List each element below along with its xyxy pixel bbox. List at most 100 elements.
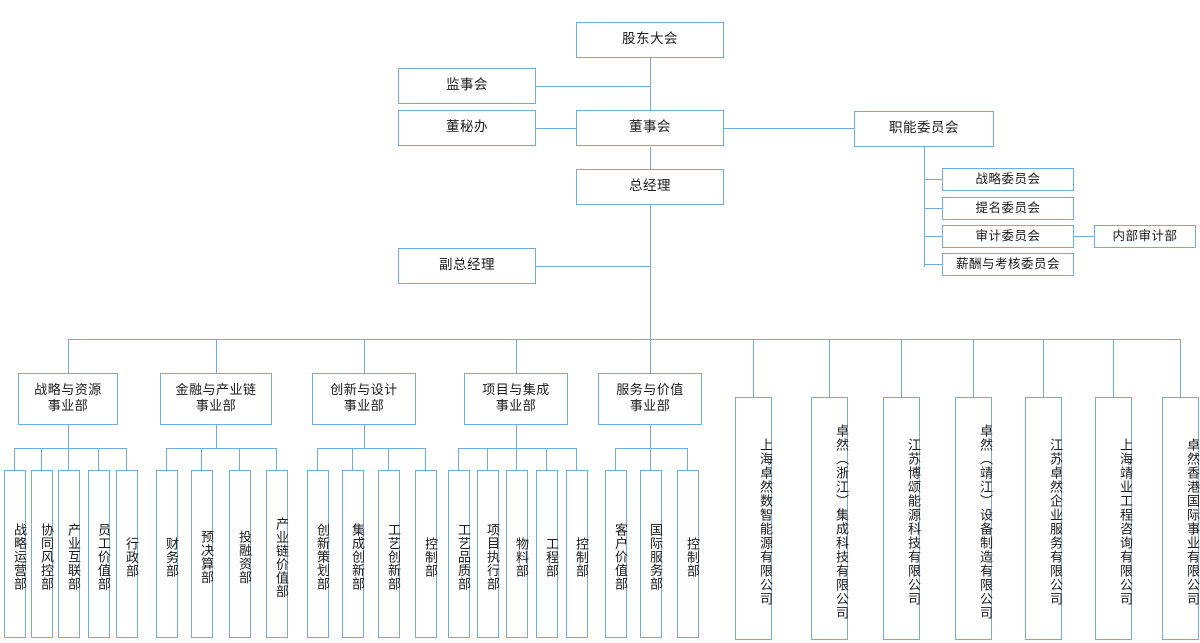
drop-subsidiary-2 [829,339,830,397]
division-2-stem [216,425,217,448]
node-department-materials[interactable]: 物料部 [506,470,528,638]
connector-deputy-to-trunk [536,266,651,267]
division-1-drop-3 [68,448,69,470]
division-3-stem [364,425,365,448]
node-strategy-committee[interactable]: 战略委员会 [942,168,1074,191]
division-3-drop-3 [388,448,389,470]
drop-subsidiary-6 [1113,339,1114,397]
node-division-service-value[interactable]: 服务与价值 事业部 [598,373,702,425]
division-4-drop-4 [546,448,547,470]
node-deputy-general-manager[interactable]: 副总经理 [398,248,536,284]
division-2-drop-3 [239,448,240,470]
drop-division-2 [216,339,217,373]
node-supervisory-board[interactable]: 监事会 [398,68,536,104]
node-board-of-directors[interactable]: 董事会 [576,110,724,146]
division-1-drop-5 [126,448,127,470]
node-department-customer-value[interactable]: 客户价值部 [605,470,627,638]
division-label-line2: 事业部 [629,399,671,414]
node-shareholders-meeting[interactable]: 股东大会 [576,22,724,58]
division-4-drop-2 [487,448,488,470]
node-department-strategy-operations[interactable]: 战略运营部 [4,470,26,638]
node-subsidiary-zhuoran-zhejiang-integration[interactable]: 卓然（浙江）集成科技有限公司 [811,397,848,640]
node-department-budget-settlement[interactable]: 预决算部 [191,470,213,638]
drop-subsidiary-7 [1180,339,1181,397]
node-subsidiary-shanghai-zhuoran-digital-energy[interactable]: 上海卓然数智能源有限公司 [735,397,772,640]
division-label-line2: 事业部 [495,399,537,414]
connector-board-to-gm [650,147,651,171]
division-2-drop-1 [166,448,167,470]
connector-board-to-committees [724,128,854,129]
node-department-industry-internet[interactable]: 产业互联部 [58,470,80,638]
division-label-line1: 创新与设计 [330,383,398,399]
division-4-drop-5 [576,448,577,470]
node-subsidiary-jiangsu-bosong-energy[interactable]: 江苏博颂能源科技有限公司 [883,397,920,640]
node-remuneration-appraisal-committee[interactable]: 薪酬与考核委员会 [942,253,1074,276]
division-1-drop-2 [41,448,42,470]
division-4-bus [458,448,576,449]
node-division-finance-industrychain[interactable]: 金融与产业链 事业部 [160,373,272,425]
node-department-process-innovation[interactable]: 工艺创新部 [378,470,400,638]
node-department-control-project[interactable]: 控制部 [566,470,588,638]
node-department-control-innovation[interactable]: 控制部 [415,470,437,638]
division-2-bus [166,448,276,449]
drop-division-1 [68,339,69,373]
division-4-drop-3 [516,448,517,470]
division-label-line2: 事业部 [343,399,385,414]
division-3-drop-2 [352,448,353,470]
division-label-line1: 金融与产业链 [175,383,257,399]
main-bus [68,339,1180,340]
division-4-drop-1 [458,448,459,470]
division-5-stem [650,425,651,448]
division-3-drop-1 [317,448,318,470]
division-5-drop-2 [650,448,651,470]
division-1-stem [68,425,69,448]
division-5-bus [615,448,687,449]
node-functional-committees[interactable]: 职能委员会 [854,111,994,147]
drop-subsidiary-4 [973,339,974,397]
node-department-investment-financing[interactable]: 投融资部 [229,470,251,638]
connector-committee-1 [924,179,942,180]
connector-secretary-to-board [536,128,576,129]
connector-shareholders-to-board [650,57,651,111]
node-subsidiary-jiangsu-zhuoran-enterprise-service[interactable]: 江苏卓然企业服务有限公司 [1025,397,1062,640]
connector-supervisory-to-trunk [536,86,651,87]
division-1-drop-4 [98,448,99,470]
connector-committees-spine [924,147,925,267]
node-department-integrated-innovation[interactable]: 集成创新部 [342,470,364,638]
division-label-line2: 事业部 [47,399,89,414]
node-internal-audit-department[interactable]: 内部审计部 [1094,225,1196,248]
division-3-drop-4 [425,448,426,470]
drop-subsidiary-5 [1043,339,1044,397]
node-board-secretary-office[interactable]: 董秘办 [398,110,536,146]
node-department-process-quality[interactable]: 工艺品质部 [448,470,470,638]
drop-subsidiary-3 [901,339,902,397]
division-2-drop-2 [201,448,202,470]
division-5-drop-1 [615,448,616,470]
node-subsidiary-shanghai-jingye-engineering-consulting[interactable]: 上海靖业工程咨询有限公司 [1095,397,1132,640]
node-department-control-service[interactable]: 控制部 [677,470,699,638]
node-department-engineering[interactable]: 工程部 [536,470,558,638]
node-department-finance[interactable]: 财务部 [156,470,178,638]
node-department-employee-value[interactable]: 员工价值部 [88,470,110,638]
division-label-line1: 战略与资源 [34,383,102,399]
node-nomination-committee[interactable]: 提名委员会 [942,197,1074,220]
node-department-project-execution[interactable]: 项目执行部 [477,470,499,638]
node-subsidiary-zhuoran-jingjiang-equipment[interactable]: 卓然（靖江）设备制造有限公司 [955,397,992,640]
node-department-administration[interactable]: 行政部 [116,470,138,638]
node-subsidiary-zhuoran-hongkong-international[interactable]: 卓然香港国际事业有限公司 [1162,397,1199,640]
connector-gm-trunk [650,204,651,339]
node-audit-committee[interactable]: 审计委员会 [942,225,1074,248]
node-department-innovation-planning[interactable]: 创新策划部 [307,470,329,638]
division-4-stem [516,425,517,448]
node-division-innovation-design[interactable]: 创新与设计 事业部 [312,373,416,425]
node-department-collaborative-risk-control[interactable]: 协同风控部 [31,470,53,638]
division-label-line2: 事业部 [195,399,237,414]
node-department-industrychain-value[interactable]: 产业链价值部 [266,470,288,638]
node-general-manager[interactable]: 总经理 [576,169,724,205]
division-label-line1: 项目与集成 [482,383,550,399]
node-department-international-service[interactable]: 国际服务部 [640,470,662,638]
connector-committee-4 [924,264,942,265]
node-division-project-integration[interactable]: 项目与集成 事业部 [464,373,568,425]
node-division-strategy-resources[interactable]: 战略与资源 事业部 [18,373,118,425]
drop-subsidiary-1 [753,339,754,397]
